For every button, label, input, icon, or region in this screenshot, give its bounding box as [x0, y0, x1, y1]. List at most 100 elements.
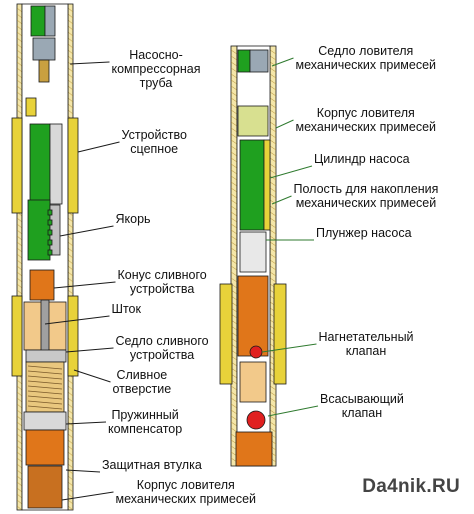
hatch — [230, 85, 238, 91]
hatch — [67, 463, 74, 469]
hatch — [230, 223, 238, 229]
hatch — [16, 73, 23, 79]
hatch — [269, 175, 277, 181]
hatch — [269, 169, 277, 175]
hatch — [230, 259, 238, 265]
cavity-strip — [263, 139, 271, 231]
hatch — [67, 493, 74, 499]
plunger-sleeve-left — [219, 283, 233, 385]
hatch — [67, 385, 74, 391]
hatch — [230, 187, 238, 193]
hatch — [16, 283, 23, 289]
hatch — [230, 199, 238, 205]
hatch — [16, 385, 23, 391]
hatch — [230, 235, 238, 241]
hatch — [16, 37, 23, 43]
hatch — [67, 235, 74, 241]
hatch — [67, 403, 74, 409]
hatch — [16, 217, 23, 223]
valve-housing — [239, 361, 267, 403]
hatch — [67, 97, 74, 103]
hatch — [67, 391, 74, 397]
leader-suction-valve — [267, 405, 319, 417]
label-line: Защитная втулка — [102, 458, 202, 472]
hatch — [67, 67, 74, 73]
hatch — [269, 121, 277, 127]
hatch — [269, 139, 277, 145]
suction-ball — [246, 410, 266, 430]
label-line: механических примесей — [295, 58, 437, 72]
discharge-ball — [249, 345, 263, 359]
hatch — [269, 55, 277, 61]
hatch — [67, 457, 74, 463]
spring-coil — [27, 375, 63, 380]
hatch — [269, 151, 277, 157]
hatch — [67, 505, 74, 511]
hatch — [67, 481, 74, 487]
hatch — [230, 67, 238, 73]
leader-rod — [44, 315, 110, 325]
label-line: устройства — [129, 348, 195, 362]
plunger-top — [239, 231, 267, 273]
hatch — [230, 421, 238, 427]
hatch — [230, 211, 238, 217]
hatch — [230, 403, 238, 409]
leader-catcher-body — [275, 119, 294, 129]
hatch — [269, 427, 277, 433]
hatch — [16, 475, 23, 481]
hatch — [67, 433, 74, 439]
leader-pump-cylinder — [269, 165, 313, 179]
leader-drain-cone — [53, 281, 116, 289]
hatch — [230, 385, 238, 391]
hatch — [16, 229, 23, 235]
label-line: механических примесей — [115, 492, 257, 506]
hatch — [67, 109, 74, 115]
label-line: механических примесей — [295, 120, 437, 134]
anchor-tooth — [47, 249, 53, 256]
top-green-block — [30, 5, 46, 37]
hatch — [67, 55, 74, 61]
hatch — [230, 229, 238, 235]
hatch — [67, 379, 74, 385]
hatch — [269, 415, 277, 421]
hatch — [16, 403, 23, 409]
hatch — [269, 217, 277, 223]
plunger-sleeve-right — [273, 283, 287, 385]
hatch — [269, 409, 277, 415]
catcher-seat-steel — [249, 49, 269, 73]
hatch — [16, 109, 23, 115]
anchor-tooth — [47, 239, 53, 246]
hatch — [16, 31, 23, 37]
spring-coil — [27, 385, 63, 390]
left-assembly — [11, 3, 79, 511]
hatch — [16, 439, 23, 445]
hatch — [230, 127, 238, 133]
hatch — [16, 499, 23, 505]
hatch — [230, 253, 238, 259]
label-line: Корпус ловителя — [136, 478, 235, 492]
hatch — [67, 37, 74, 43]
hatch — [16, 265, 23, 271]
label-line: Конус сливного — [117, 268, 207, 282]
hatch — [230, 265, 238, 271]
hatch — [230, 277, 238, 283]
leader-catcher-body-bottom — [61, 491, 114, 501]
hatch — [269, 247, 277, 253]
hatch — [67, 103, 74, 109]
upper-rod — [38, 59, 50, 83]
hatch — [16, 271, 23, 277]
hatch — [67, 487, 74, 493]
hatch — [67, 277, 74, 283]
coupling-sleeve-left — [11, 117, 23, 214]
hatch — [230, 73, 238, 79]
label-pump-plunger: Плунжер насоса — [316, 226, 412, 240]
right-assembly — [219, 45, 287, 467]
hatch — [16, 61, 23, 67]
hatch — [67, 445, 74, 451]
